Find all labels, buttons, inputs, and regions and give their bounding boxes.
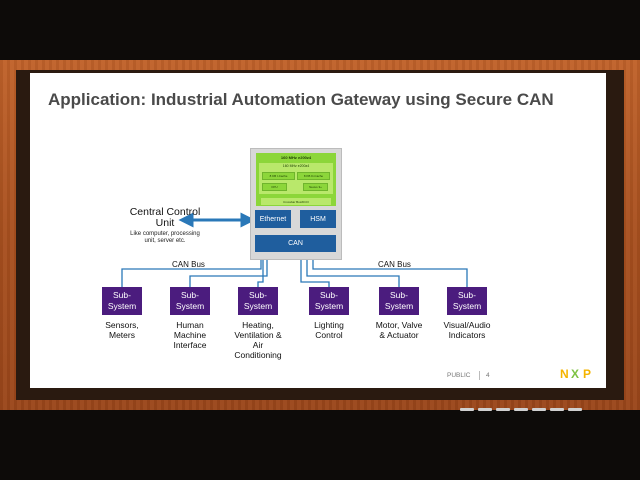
footer-separator [479, 371, 480, 380]
bus-line-hvac [257, 256, 264, 287]
subsystem-box-indicators: Sub-System [447, 287, 487, 315]
subsystem-box-sensors: Sub-System [102, 287, 142, 315]
footer-classification: PUBLIC [447, 372, 471, 379]
gateway-chip: 160 MHz e200z4 160 MHz e200z4 8 KB I-Cac… [250, 148, 342, 260]
bus-line-indicators [312, 256, 468, 287]
can-bus-label-left: CAN Bus [172, 260, 205, 269]
bus-line-sensors [121, 256, 262, 287]
can-bus-label-right: CAN Bus [378, 260, 411, 269]
bus-line-hmi [189, 256, 268, 287]
subsystem-label-motor: Motor, Valve& Actuator [375, 320, 423, 340]
chip-top-label: 160 MHz e200z4 [280, 155, 312, 160]
central-control-unit-subtitle: Like computer, processing unit, server e… [130, 231, 200, 244]
ethernet-block: Ethernet [255, 210, 291, 228]
subsystem-box-lighting: Sub-System [309, 287, 349, 315]
core-label: 160 MHz e200z4 [282, 164, 310, 168]
chip-core-complex: 160 MHz e200z4 160 MHz e200z4 8 KB I-Cac… [256, 153, 336, 206]
central-control-unit-title: Central Control Unit [129, 206, 201, 229]
subsystem-box-motor: Sub-System [379, 287, 419, 315]
hsm-block: HSM [300, 210, 336, 228]
slide-title: Application: Industrial Automation Gatew… [48, 90, 554, 109]
bus-line-lighting [300, 256, 330, 287]
subsystem-label-sensors: Sensors,Meters [105, 320, 139, 340]
slide: Application: Industrial Automation Gatew… [30, 73, 606, 388]
chip-core: 160 MHz e200z4 8 KB I-Cache 8 KB D-Cache… [259, 163, 333, 194]
can-block: CAN [255, 235, 336, 252]
chip-crossbar-bus: Crossbar Bus/DCO [261, 198, 331, 205]
page-number: 4 [486, 372, 490, 379]
connector-lines [121, 212, 468, 287]
frame-bottom-rail [460, 398, 620, 411]
chip-cell-fpu: FPU [262, 183, 287, 191]
bus-line-motor [306, 256, 400, 287]
chip-cell-dcache: 8 KB D-Cache [297, 172, 330, 180]
chip-cell-nexus: Nexus 3+ [303, 183, 328, 191]
subsystem-box-hvac: Sub-System [238, 287, 278, 315]
subsystem-box-hmi: Sub-System [170, 287, 210, 315]
chip-cell-icache: 8 KB I-Cache [262, 172, 295, 180]
nxp-logo: N X P [560, 367, 592, 381]
